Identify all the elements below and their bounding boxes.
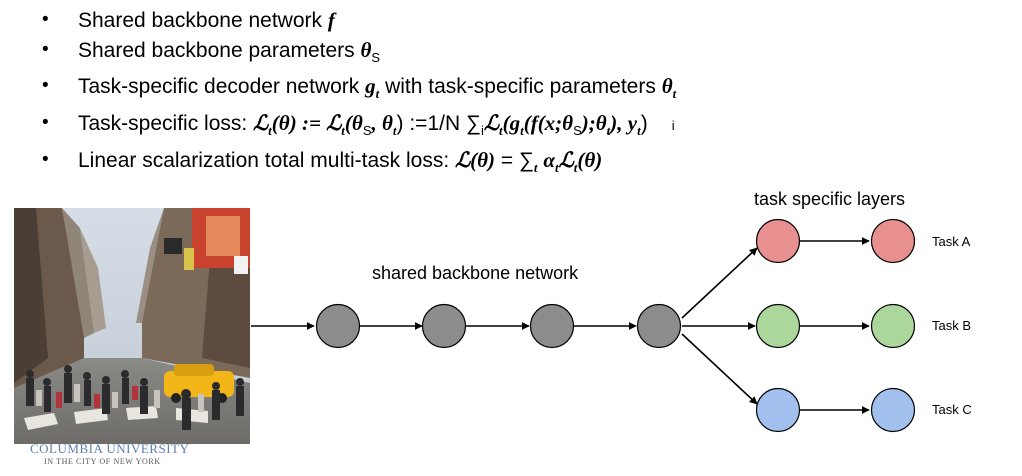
bullet-text-part: Task-specific loss: — [78, 111, 254, 135]
bullet-text-part: S — [573, 123, 582, 139]
bullet-text-part: θ — [360, 37, 372, 62]
task-b-node-2 — [870, 303, 916, 349]
columbia-logo: COLUMBIA UNIVERSITY IN THE CITY OF NEW Y… — [30, 442, 189, 468]
task-a-label: Task A — [932, 234, 971, 249]
bullet-list: Shared backbone network f Shared backbon… — [42, 6, 676, 182]
logo-line1: COLUMBIA UNIVERSITY — [30, 441, 190, 456]
bullet-text-part: (f(x;θ — [523, 110, 574, 135]
shared-backbone-label: shared backbone network — [372, 263, 579, 283]
bullet-text-part: );θ — [581, 110, 607, 135]
task-c-node-1 — [755, 387, 801, 433]
bullet-text-part: t — [392, 123, 397, 139]
bullet-text-part: t — [375, 86, 380, 102]
city-street-image — [14, 208, 250, 444]
logo-line2: IN THE CITY OF NEW YORK — [44, 457, 161, 466]
backbone-node — [529, 303, 575, 349]
bullet-text-part: i — [480, 123, 484, 139]
bullet-text-part: Linear scalarization total multi-task lo… — [78, 148, 455, 172]
bullet-item: Task-specific loss: ℒt(θ) := ℒt(θS, θt) … — [42, 109, 676, 146]
backbone-node — [315, 303, 361, 349]
bullet-text-part: ) := — [289, 110, 327, 135]
edge-node4-to-taskC — [681, 333, 758, 405]
bullet-text-part: t — [533, 159, 538, 175]
bullet-text-part: ( — [271, 110, 279, 135]
bullet-text-part: ℒ — [326, 110, 342, 135]
bullet-text-part: t — [555, 159, 559, 175]
bullet-item: Linear scalarization total multi-task lo… — [42, 146, 676, 183]
bullet-text-part: t — [498, 123, 503, 139]
bullet-text-part: α — [543, 147, 556, 172]
bullet-text-part: t — [606, 123, 611, 139]
bullet-text-part: f — [327, 8, 335, 32]
bullet-text-part: g — [365, 74, 376, 99]
bullet-text-part: ) :=1/N ∑ — [396, 111, 481, 135]
bullet-item: Task-specific decoder network gt with ta… — [42, 72, 676, 109]
task-c-label: Task C — [932, 402, 972, 417]
bullet-text-part: , — [371, 110, 382, 135]
bullet-text-part: = ∑ — [495, 148, 534, 172]
bullet-text-part: θ — [381, 110, 393, 135]
bullet-text-part: Task-specific decoder network — [78, 75, 366, 99]
task-b-node-1 — [755, 303, 801, 349]
bullet-text-part: ) — [640, 111, 648, 135]
bullet-text-part: S — [362, 123, 372, 139]
bullet-text-part: (θ — [344, 110, 363, 135]
bullet-text-part: ℒ — [558, 147, 574, 172]
bullet-item: Shared backbone network f — [42, 6, 676, 36]
bullet-text-part: t — [637, 123, 641, 139]
bullet-text-part: t — [520, 123, 524, 139]
bullet-text-part: t — [341, 123, 345, 139]
bullet-item: Shared backbone parameters θS — [42, 36, 676, 73]
bullet-text-part: ), y — [610, 110, 638, 135]
task-specific-layers-label: task specific layers — [754, 189, 905, 209]
bullet-text-part: θ — [661, 74, 673, 99]
bullet-text-part: ℒ — [483, 110, 499, 135]
bullet-text-part: Shared backbone parameters — [78, 38, 361, 62]
bullet-text-part: i — [671, 117, 675, 133]
city-street-photo — [14, 208, 250, 444]
task-b-label: Task B — [932, 318, 971, 333]
bullet-text-part: ℒ — [253, 110, 269, 135]
bullet-text-part: with task-specific parameters — [379, 75, 662, 99]
bullet-text-part: t — [268, 123, 272, 139]
bullet-text-part: (θ) — [577, 147, 603, 172]
task-a-node-1 — [755, 218, 801, 264]
edge-node4-to-taskA — [681, 247, 758, 319]
bullet-text-part: S — [371, 49, 381, 65]
task-c-node-2 — [870, 387, 916, 433]
backbone-node — [421, 303, 467, 349]
bullet-text-part: t — [573, 159, 578, 175]
bullet-text-part: t — [672, 86, 677, 102]
task-a-node-2 — [870, 218, 916, 264]
bullet-text-part: (g — [502, 110, 521, 135]
bullet-text-part: Shared backbone network — [78, 9, 328, 32]
bullet-text-part: θ — [278, 110, 290, 135]
backbone-node — [636, 303, 682, 349]
bullet-text-part: ℒ(θ) — [455, 147, 496, 172]
